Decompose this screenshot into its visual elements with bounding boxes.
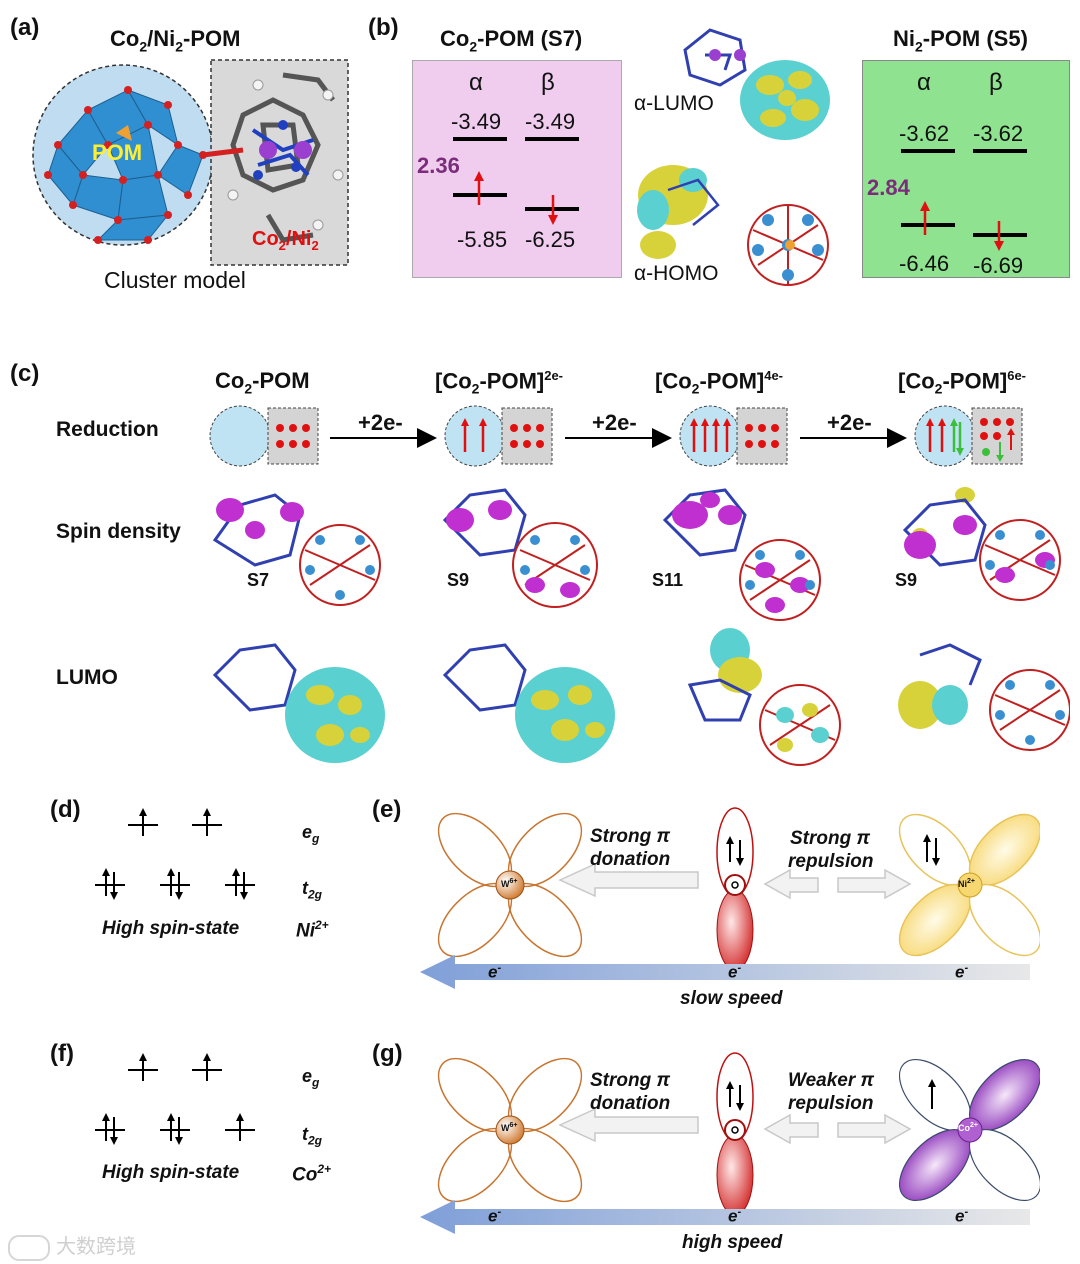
e-w-label: W6+ bbox=[501, 878, 518, 889]
co-spin-arrows bbox=[474, 171, 558, 225]
g-electron-0: e- bbox=[488, 1206, 502, 1226]
ni-beta-label: β bbox=[989, 69, 1003, 96]
g-repulsion-2: repulsion bbox=[788, 1093, 874, 1114]
state-sup-2: 4e- bbox=[764, 368, 784, 383]
ni-spin-arrows bbox=[920, 201, 1004, 251]
spin-label-1: S9 bbox=[447, 570, 470, 590]
co-lumo-beta: -3.49 bbox=[525, 109, 576, 134]
f-ion-label: Co2+ bbox=[292, 1162, 332, 1186]
cluster-model-figure bbox=[32, 59, 349, 266]
g-speed-label: high speed bbox=[682, 1232, 783, 1253]
e-electron-1: e- bbox=[728, 962, 742, 982]
e-speed-label: slow speed bbox=[680, 988, 783, 1009]
e-donation-2: donation bbox=[590, 849, 671, 870]
ni-lumo-beta: -3.62 bbox=[973, 121, 1024, 146]
state-title-1: [Co2-POM]2e- bbox=[435, 368, 564, 397]
panel-c-label: (c) bbox=[10, 360, 40, 387]
spin-label-0: S7 bbox=[247, 570, 270, 590]
ni-alpha-label: α bbox=[917, 69, 931, 96]
panel-a-label: (a) bbox=[10, 14, 40, 41]
panel-a-title: Co2/Ni2-POM bbox=[110, 26, 241, 55]
row-label-reduction: Reduction bbox=[56, 418, 159, 441]
lumo-structures bbox=[212, 628, 1070, 766]
state-title-2: [Co2-POM]4e- bbox=[655, 368, 784, 397]
g-w-label: W6+ bbox=[501, 1122, 518, 1133]
e-repulsion-1: Strong π bbox=[790, 828, 871, 849]
co-pi-interaction-diagram bbox=[420, 1052, 1040, 1234]
cluster-model-caption: Cluster model bbox=[104, 267, 246, 293]
f-eg-label: eg bbox=[302, 1066, 320, 1090]
panel-b-label: (b) bbox=[368, 14, 399, 41]
ni-lumo-alpha-level bbox=[901, 149, 955, 153]
alpha-lumo-label: α-LUMO bbox=[634, 92, 714, 115]
e-electron-2: e- bbox=[955, 962, 969, 982]
alpha-homo-label: α-HOMO bbox=[634, 262, 719, 285]
watermark-text: 大数跨境 bbox=[56, 1236, 136, 1258]
beta-label: β bbox=[541, 69, 555, 96]
e-repulsion-2: repulsion bbox=[788, 851, 874, 872]
e-ni-label: Ni2+ bbox=[958, 878, 975, 889]
ni-lumo-alpha: -3.62 bbox=[899, 121, 950, 146]
row-label-lumo: LUMO bbox=[56, 666, 118, 689]
d-state-label: High spin-state bbox=[102, 918, 240, 939]
co-gap: 2.36 bbox=[417, 153, 460, 178]
state-sup-1: 2e- bbox=[544, 368, 564, 383]
d-ion-label: Ni2+ bbox=[296, 918, 329, 942]
ni-d-orbital-diagram bbox=[95, 808, 255, 900]
row-label-spin-density: Spin density bbox=[56, 520, 181, 543]
alpha-label: α bbox=[469, 69, 483, 96]
step-label-0: +2e- bbox=[358, 410, 403, 435]
step-label-2: +2e- bbox=[827, 410, 872, 435]
co-lumo-beta-level bbox=[525, 137, 579, 141]
panel-g-label: (g) bbox=[372, 1040, 403, 1067]
panel-e-label: (e) bbox=[372, 796, 402, 823]
f-state-label: High spin-state bbox=[102, 1162, 240, 1183]
spin-density-structures bbox=[212, 487, 1061, 621]
d-eg-label: eg bbox=[302, 822, 320, 846]
co-homo-alpha: -5.85 bbox=[457, 227, 508, 252]
panel-d-label: (d) bbox=[50, 796, 81, 823]
reduction-scheme bbox=[209, 405, 1023, 467]
ni-homo-alpha: -6.46 bbox=[899, 251, 950, 276]
co-mo-diagram: α β -3.49 -3.49 2.36 -5.85 -6.25 bbox=[412, 60, 622, 278]
state-title-0: Co2-POM bbox=[215, 368, 310, 397]
g-electron-1: e- bbox=[728, 1206, 742, 1226]
co-lumo-alpha: -3.49 bbox=[451, 109, 502, 134]
metal-label: Co2/Ni2 bbox=[252, 228, 319, 253]
f-t2g-label: t2g bbox=[302, 1124, 323, 1148]
lumo-orbital-picture bbox=[683, 28, 830, 140]
ni-homo-beta: -6.69 bbox=[973, 253, 1024, 278]
g-co-label: Co2+ bbox=[958, 1122, 978, 1133]
co-d-orbital-diagram bbox=[95, 1053, 255, 1145]
ni-mo-title: Ni2-POM (S5) bbox=[893, 26, 1028, 55]
spin-label-2: S11 bbox=[652, 570, 684, 590]
ni-gap: 2.84 bbox=[867, 175, 910, 200]
e-donation-1: Strong π bbox=[590, 826, 671, 847]
co-mo-title: Co2-POM (S7) bbox=[440, 26, 583, 55]
g-electron-2: e- bbox=[955, 1206, 969, 1226]
spin-label-3: S9 bbox=[895, 570, 918, 590]
ni-lumo-beta-level bbox=[973, 149, 1027, 153]
ni-mo-diagram: α β -3.62 -3.62 2.84 -6.46 -6.69 bbox=[862, 60, 1070, 278]
d-t2g-label: t2g bbox=[302, 878, 323, 902]
watermark: 大数跨境 bbox=[8, 1230, 136, 1261]
g-donation-1: Strong π bbox=[590, 1070, 671, 1091]
watermark-logo-icon bbox=[8, 1234, 50, 1261]
e-electron-0: e- bbox=[488, 962, 502, 982]
panel-f-label: (f) bbox=[50, 1040, 74, 1067]
pom-label: POM bbox=[92, 140, 143, 165]
ni-pi-interaction-diagram bbox=[420, 807, 1040, 989]
co-homo-beta: -6.25 bbox=[525, 227, 576, 252]
g-repulsion-1: Weaker π bbox=[788, 1070, 875, 1091]
step-label-1: +2e- bbox=[592, 410, 637, 435]
g-donation-2: donation bbox=[590, 1093, 671, 1114]
co-lumo-alpha-level bbox=[453, 137, 507, 141]
state-sup-3: 6e- bbox=[1007, 368, 1027, 383]
homo-orbital-picture bbox=[637, 165, 829, 286]
state-title-3: [Co2-POM]6e- bbox=[898, 368, 1027, 397]
ni-homo-alpha-level bbox=[901, 223, 955, 227]
